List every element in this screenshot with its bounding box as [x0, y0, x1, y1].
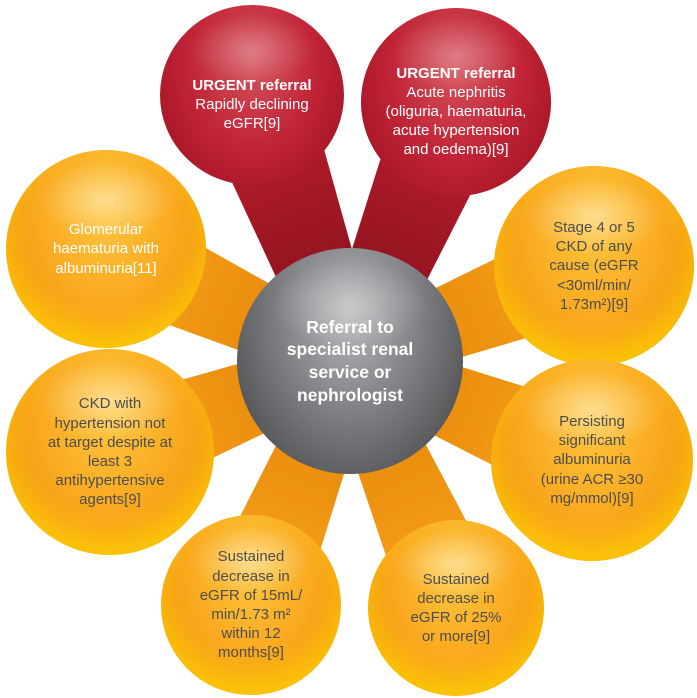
node-glomerular-haematuria: Glomerular haematuria with albuminuria[1…	[6, 150, 206, 348]
node-body: Stage 4 or 5 CKD of any cause (eGFR <30m…	[549, 219, 639, 313]
node-stage-4-5-ckd: Stage 4 or 5 CKD of any cause (eGFR <30m…	[494, 166, 694, 366]
center-node-referral: Referral to specialist renal service or …	[237, 248, 463, 474]
node-body: Persisting significant albuminuria (urin…	[540, 413, 644, 507]
center-text: Referral to specialist renal service or …	[286, 316, 414, 405]
node-sustained-decrease-25pct: Sustained decrease in eGFR of 25% or mor…	[368, 520, 544, 696]
node-body: Sustained decrease in eGFR of 25% or mor…	[410, 570, 502, 646]
node-title: URGENT referral	[396, 64, 516, 82]
node-title: URGENT referral	[192, 76, 312, 94]
node-body: Glomerular haematuria with albuminuria[1…	[53, 221, 159, 277]
node-body: Acute nephritis (oliguria, haematuria, a…	[385, 83, 527, 159]
node-sustained-decrease-15ml: Sustained decrease in eGFR of 15mL/ min/…	[161, 515, 341, 695]
node-body: Sustained decrease in eGFR of 15mL/ min/…	[199, 548, 303, 662]
node-body: Rapidly declining eGFR[9]	[195, 96, 309, 133]
node-body: CKD with hypertension not at target desp…	[47, 395, 173, 509]
node-ckd-hypertension: CKD with hypertension not at target desp…	[6, 349, 214, 555]
node-persisting-albuminuria: Persisting significant albuminuria (urin…	[491, 359, 693, 561]
